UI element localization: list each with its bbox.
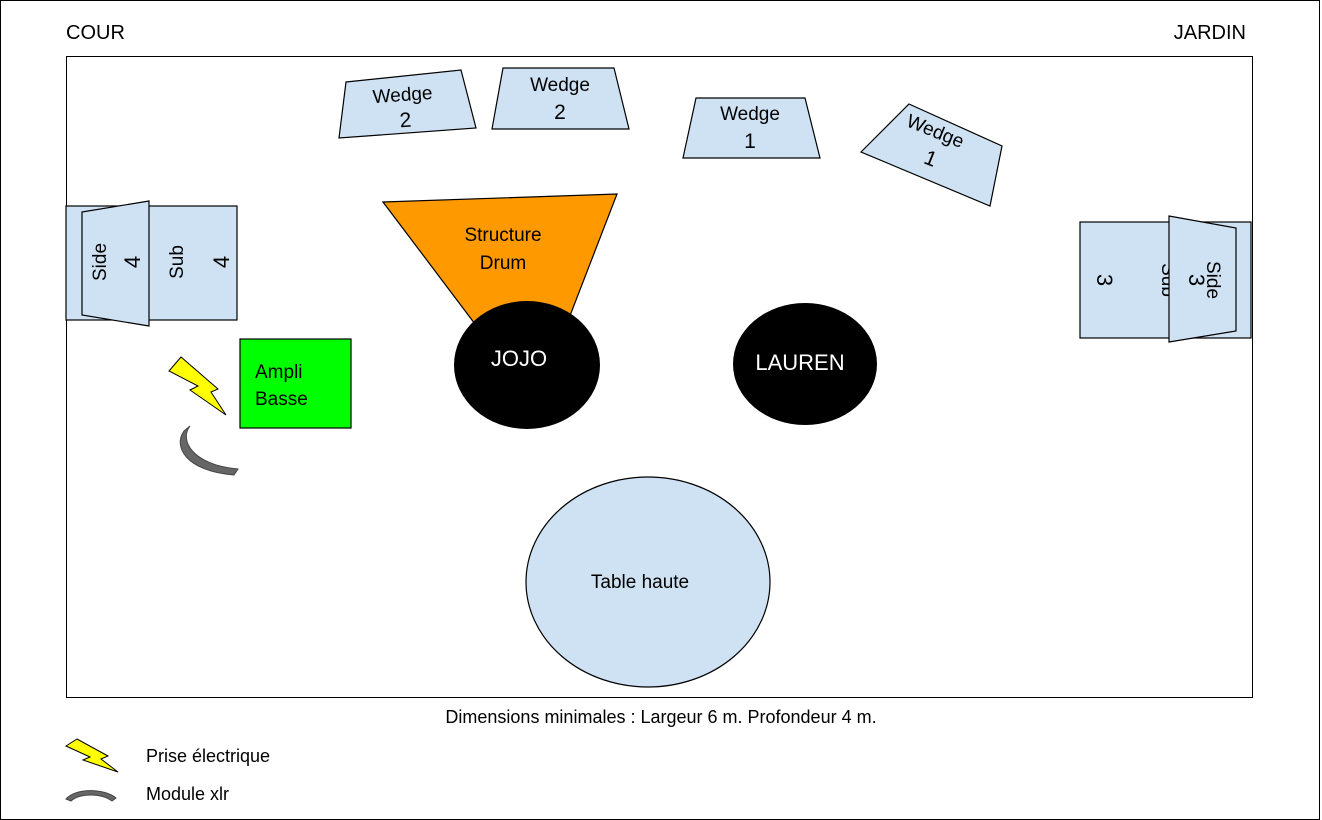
wedge-2-right: Wedge 2 <box>491 67 630 130</box>
wedge-label: Wedge <box>372 83 433 108</box>
ampli-label-1: Ampli <box>255 362 303 383</box>
wedge-2-left: Wedge 2 <box>338 69 477 139</box>
sub-number: 3 <box>1092 274 1117 286</box>
wedge-1-right: Wedge 1 <box>859 103 1003 207</box>
lightning-icon <box>64 738 119 773</box>
side-label: Side <box>1202 261 1223 299</box>
side-number: 3 <box>1184 274 1209 286</box>
side-number: 4 <box>120 256 145 268</box>
side-3: Side 3 <box>1168 215 1237 343</box>
musician-name: JOJO <box>491 346 547 371</box>
stage-outline <box>66 56 1253 698</box>
ampli-label-2: Basse <box>255 389 308 410</box>
jardin-label: JARDIN <box>1173 22 1246 44</box>
legend-power-label: Prise électrique <box>146 746 271 766</box>
ampli-basse: Ampli Basse <box>239 338 352 429</box>
wedge-label: Wedge <box>530 75 590 96</box>
sub-label: Sub <box>167 245 188 279</box>
wedge-number: 2 <box>554 101 566 124</box>
xlr-module-icon <box>65 790 117 802</box>
musician-jojo: JOJO <box>454 301 600 429</box>
wedge-1-left: Wedge 1 <box>682 97 821 159</box>
musician-name: LAUREN <box>755 350 844 375</box>
sub-number: 4 <box>209 256 234 268</box>
drum-label-2: Drum <box>480 253 526 274</box>
table-haute: Table haute <box>525 476 771 688</box>
dimensions-caption: Dimensions minimales : Largeur 6 m. Prof… <box>445 707 877 727</box>
wedge-number: 2 <box>399 109 412 133</box>
legend-xlr-label: Module xlr <box>146 784 230 804</box>
wedge-number: 1 <box>744 130 756 153</box>
drum-label-1: Structure <box>464 225 541 246</box>
side-label: Side <box>90 243 111 281</box>
cour-label: COUR <box>66 22 125 44</box>
xlr-module-icon <box>179 425 239 476</box>
lightning-icon <box>168 356 227 416</box>
wedge-label: Wedge <box>720 104 780 125</box>
musician-lauren: LAUREN <box>733 303 877 425</box>
table-label: Table haute <box>591 572 689 593</box>
side-4: Side 4 <box>81 200 150 327</box>
